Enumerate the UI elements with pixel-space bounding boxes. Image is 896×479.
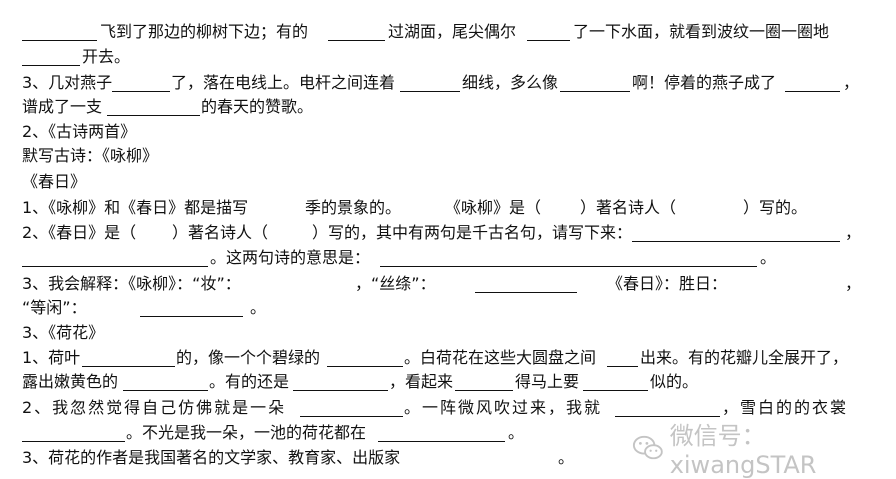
text-segment: ， [845,274,862,293]
text-segment: 1、荷叶 [22,348,81,367]
text-segment: 。 [250,298,267,317]
fill-blank [22,40,97,41]
text-segment: ）写的。 [743,198,808,217]
text-segment: 。这两句诗的意思是： [210,248,371,267]
text-line: 露出嫩黄色的 。有的还是 ，看起来 得马上要 似的。 [0,371,896,393]
section-heading: 2、《古诗两首》 [0,121,896,143]
text-segment: 。 [558,448,575,467]
text-segment: 。 [508,423,525,442]
text-segment: 3、荷花的作者是我国著名的文学家、教育家、出版家 [22,448,401,467]
text-segment: 出来。有的花瓣儿全展开了， [640,348,849,367]
fill-blank [107,115,200,116]
text-line: 3、荷花的作者是我国著名的文学家、教育家、出版家 。 [0,447,896,469]
text-segment: 《咏柳》是（ [445,198,542,217]
text-segment: 。一阵微风吹过来，我就 [404,398,603,417]
section-heading: 3、《荷花》 [0,322,896,344]
text-line: 。这两句诗的意思是： 。 [0,247,896,269]
text-segment: 2、《古诗两首》 [22,122,137,141]
fill-blank [583,390,648,391]
wechat-icon [632,435,663,459]
text-segment: 的春天的赞歌。 [201,97,314,116]
fill-blank [112,91,170,92]
text-segment: ， [845,223,862,242]
text-segment: 。白荷花在这些大圆盘之间 [404,348,597,367]
text-segment: 飞到了那边的柳树下边；有的 [100,22,309,41]
fill-blank [785,91,840,92]
text-line: 2、《春日》是（ ）著名诗人（ ）写的，其中有两句是千古名句，请写下来： ， [0,222,896,244]
text-segment: 3、我会解释：《咏柳》：“妆”： [22,274,241,293]
text-segment: 似的。 [650,372,699,391]
text-line: 1、荷叶 的，像一个个碧绿的 。白荷花在这些大圆盘之间 出来。有的花瓣儿全展开了… [0,347,896,369]
text-segment: 2、我忽然觉得自己仿佛就是一朵 [22,398,287,417]
text-segment: ）写的，其中有两句是千古名句，请写下来： [312,223,633,242]
fill-blank [527,40,570,41]
text-line: 2、我忽然觉得自己仿佛就是一朵 。一阵微风吹过来，我就 ，雪白的的衣裳 [0,397,896,419]
text-line: 开去。 [0,46,896,68]
fill-blank [455,390,513,391]
fill-blank [560,91,630,92]
text-line: “等闲”： 。 [0,297,896,319]
text-segment: 的，像一个个碧绿的 [176,348,321,367]
fill-blank [615,416,720,417]
text-line: 默写古诗：《咏柳》 [0,145,896,167]
text-segment: 。 [760,248,777,267]
text-segment: 了一下水面，就看到波纹一圈一圈地 [573,22,830,41]
text-segment: 露出嫩黄色的 [22,372,119,391]
fill-blank [400,91,460,92]
text-segment: ， [843,73,860,92]
text-line: 谱成了一支 的春天的赞歌。 [0,96,896,118]
text-segment: 啊！停着的燕子成了 [632,73,777,92]
text-segment: 。有的还是 [209,372,290,391]
text-segment: 得马上要 [515,372,580,391]
fill-blank [327,366,403,367]
fill-blank [140,316,243,317]
fill-blank [123,390,208,391]
fill-blank [380,266,757,267]
text-segment: ，看起来 [389,372,454,391]
text-line: 。不光是我一朵，一池的荷花都在 。 [0,422,896,444]
text-segment: ）著名诗人（ [580,198,677,217]
fill-blank [632,241,840,242]
text-segment: 谱成了一支 [22,97,103,116]
text-segment: ）著名诗人（ [172,223,269,242]
text-line: 《春日》 [0,171,896,193]
fill-blank [293,390,388,391]
text-line: 飞到了那边的柳树下边；有的 过湖面，尾尖偶尔 了一下水面，就看到波纹一圈一圈地 [0,21,896,43]
text-segment: 季的景象的。 [305,198,402,217]
text-segment: 细线，多么像 [462,73,559,92]
text-segment: “等闲”： [22,298,87,317]
text-segment: 。不光是我一朵，一池的荷花都在 [126,423,367,442]
fill-blank [378,441,505,442]
fill-blank [475,292,577,293]
text-line: 1、《咏柳》和《春日》都是描写 季的景象的。 《咏柳》是（ ）著名诗人（ ）写的… [0,197,896,219]
text-segment: 《春日》：胜日： [607,274,728,293]
text-segment: ，雪白的的衣裳 [722,398,849,417]
text-segment: 2、《春日》是（ [22,223,137,242]
text-segment: 3、几对燕子 [22,73,113,92]
fill-blank [22,441,125,442]
text-segment: 开去。 [82,47,131,66]
text-segment: ，“丝绦”： [355,274,436,293]
text-segment: 1、《咏柳》和《春日》都是描写 [22,198,249,217]
text-segment: 3、《荷花》 [22,323,105,342]
text-line: 3、几对燕子 了，落在电线上。电杆之间连着 细线，多么像 啊！停着的燕子成了 ， [0,72,896,94]
fill-blank [607,366,638,367]
fill-blank [328,40,385,41]
fill-blank [82,366,175,367]
text-segment: 过湖面，尾尖偶尔 [388,22,517,41]
text-line: 3、我会解释：《咏柳》：“妆”： ，“丝绦”： 《春日》：胜日： ， [0,273,896,295]
text-segment: 默写古诗：《咏柳》 [22,146,159,165]
fill-blank [300,416,403,417]
text-segment: 《春日》 [22,172,87,191]
fill-blank [22,266,208,267]
text-segment: 了，落在电线上。电杆之间连着 [171,73,396,92]
fill-blank [22,65,80,66]
